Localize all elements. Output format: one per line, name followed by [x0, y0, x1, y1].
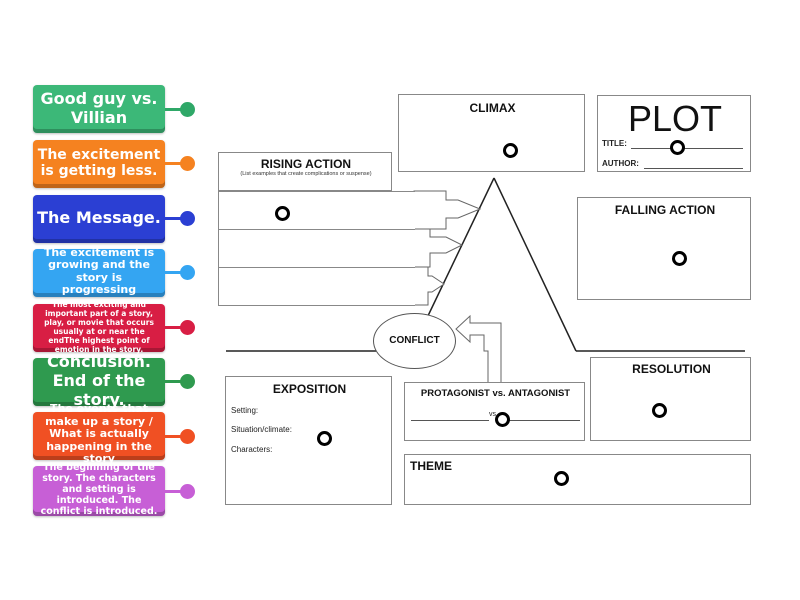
- tile-label: The events that make up a story / What i…: [45, 402, 153, 466]
- title-label: TITLE:: [602, 139, 627, 148]
- tile-pin-stem: [165, 326, 185, 329]
- resolution-label: RESOLUTION: [632, 362, 711, 376]
- tile-pin-stem: [165, 380, 185, 383]
- drop-target-climax[interactable]: [503, 143, 518, 158]
- drop-target-protagonist[interactable]: [495, 412, 510, 427]
- drop-target-title[interactable]: [670, 140, 685, 155]
- tile-pin-knob[interactable]: [180, 102, 195, 117]
- tile-pin-stem: [165, 108, 185, 111]
- tile-message[interactable]: The Message.: [33, 195, 165, 243]
- tile-pin-knob[interactable]: [180, 320, 195, 335]
- situation-label: Situation/climate:: [231, 425, 292, 434]
- tile-label: The Message.: [37, 208, 161, 227]
- antagonist-line: [502, 420, 580, 421]
- falling-action-label: FALLING ACTION: [614, 203, 716, 217]
- tile-pin-knob[interactable]: [180, 156, 195, 171]
- tile-pin-knob[interactable]: [180, 484, 195, 499]
- tile-pin-stem: [165, 490, 185, 493]
- drop-target-theme[interactable]: [554, 471, 569, 486]
- tile-climax-definition[interactable]: The most exciting and important part of …: [33, 300, 165, 354]
- drop-target-falling-action[interactable]: [672, 251, 687, 266]
- rising-action-label: RISING ACTION: [260, 157, 352, 171]
- author-label: AUTHOR:: [602, 159, 639, 168]
- tile-label: The excitement is getting less.: [37, 146, 161, 179]
- drop-target-exposition[interactable]: [317, 431, 332, 446]
- tile-conclusion[interactable]: Conclusion. End of the story.: [33, 352, 165, 409]
- tile-label: The most exciting and important part of …: [44, 299, 154, 354]
- plot-title-box: PLOT TITLE: AUTHOR:: [597, 95, 751, 172]
- conflict-ellipse: CONFLICT: [373, 313, 456, 369]
- tile-pin-knob[interactable]: [180, 374, 195, 389]
- tile-events[interactable]: The events that make up a story / What i…: [33, 403, 165, 465]
- protagonist-label: PROTAGONIST vs. ANTAGONIST: [420, 388, 571, 399]
- characters-label: Characters:: [231, 445, 273, 454]
- exposition-label: EXPOSITION: [272, 382, 347, 396]
- protagonist-box: PROTAGONIST vs. ANTAGONIST vs: [404, 382, 585, 441]
- theme-label: THEME: [410, 459, 452, 473]
- author-line: [644, 168, 743, 169]
- resolution-box: RESOLUTION: [590, 357, 751, 441]
- tile-excitement-growing[interactable]: The excitement is growing and the story …: [33, 245, 165, 297]
- vs-label: vs: [489, 411, 496, 418]
- rising-action-note: (List examples that create complications…: [240, 171, 372, 177]
- title-line: [631, 148, 743, 149]
- falling-action-box: FALLING ACTION: [577, 197, 751, 300]
- drop-target-resolution[interactable]: [652, 403, 667, 418]
- exposition-box: EXPOSITION Setting: Situation/climate: C…: [225, 376, 392, 505]
- setting-label: Setting:: [231, 406, 259, 415]
- climax-box: CLIMAX: [398, 94, 585, 172]
- rising-action-row: [218, 267, 415, 306]
- tile-label: The beginning of the story. The characte…: [40, 462, 158, 517]
- tile-excitement-less[interactable]: The excitement is getting less.: [33, 140, 165, 188]
- climax-label: CLIMAX: [469, 101, 516, 115]
- drop-target-rising-action[interactable]: [275, 206, 290, 221]
- tile-pin-knob[interactable]: [180, 429, 195, 444]
- tile-pin-stem: [165, 271, 185, 274]
- rising-action-box: RISING ACTION (List examples that create…: [218, 152, 392, 191]
- rising-action-row: [218, 229, 415, 268]
- tile-label: Conclusion. End of the story.: [47, 352, 151, 409]
- rising-action-row: [218, 191, 415, 230]
- plot-heading: PLOT: [627, 98, 723, 139]
- tile-good-guy[interactable]: Good guy vs. Villian: [33, 85, 165, 133]
- conflict-label: CONFLICT: [389, 335, 440, 346]
- tile-pin-stem: [165, 435, 185, 438]
- tile-label: The excitement is growing and the story …: [43, 245, 155, 296]
- protagonist-line: [411, 420, 489, 421]
- tile-pin-stem: [165, 217, 185, 220]
- tile-label: Good guy vs. Villian: [40, 88, 158, 127]
- tile-pin-stem: [165, 162, 185, 165]
- tile-pin-knob[interactable]: [180, 265, 195, 280]
- tile-pin-knob[interactable]: [180, 211, 195, 226]
- tile-beginning[interactable]: The beginning of the story. The characte…: [33, 462, 165, 517]
- theme-box: THEME: [404, 454, 751, 505]
